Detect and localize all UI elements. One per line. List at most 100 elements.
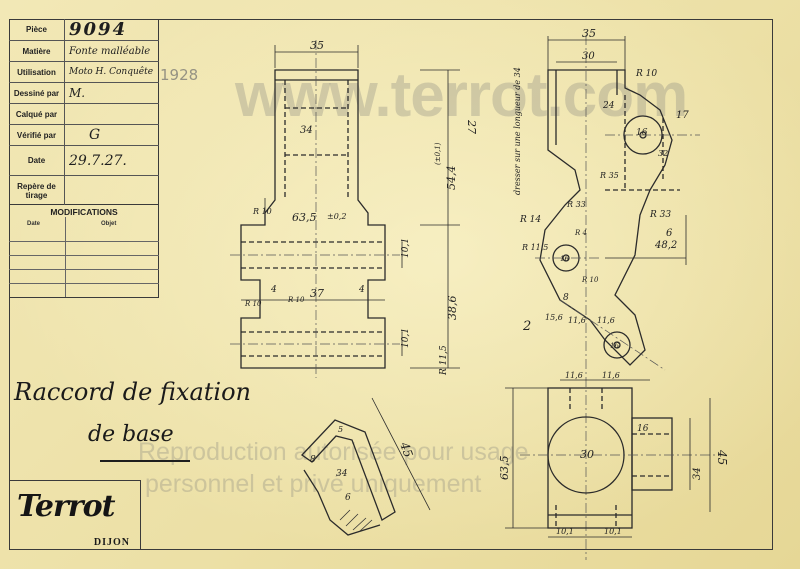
dim-section-6: 6 (345, 493, 351, 503)
title-label: Vérifié par (9, 125, 65, 145)
dim-section-45: 45 (397, 439, 416, 459)
title-label: Calqué par (9, 104, 65, 124)
dim-side-r10: R 10 (581, 276, 599, 284)
dim-bottom-116b: 11,6 (602, 371, 620, 380)
dim-side-r33a: R 33 (566, 200, 586, 209)
dim-section-34: 34 (336, 469, 348, 479)
modifications-col-date: Date (27, 221, 41, 227)
dim-side-width-inner: 30 (582, 51, 595, 62)
side-view-lower-hole (603, 331, 631, 359)
dim-side-6: 6 (666, 228, 673, 239)
dim-front-tol: (±0,1) (434, 142, 442, 165)
title-label: Utilisation (9, 62, 65, 82)
dim-front-side-r2: R 10 (287, 296, 305, 304)
modifications-col-objet: Objet (101, 221, 117, 227)
title-row-calque: Calqué par (9, 104, 159, 125)
modifications-rule (9, 241, 159, 242)
watermark-url: www.terrot.com (235, 61, 688, 130)
dim-side-116b: 11,6 (597, 316, 615, 325)
drawn-by-value: M. (69, 86, 86, 100)
title-label: Dessiné par (9, 83, 65, 103)
modifications-title: MODIFICATIONS (50, 207, 118, 217)
title-row-dessine: Dessiné par M. (9, 83, 159, 104)
dim-side-8: 8 (563, 293, 569, 303)
dim-side-r35: R 35 (599, 171, 619, 180)
dim-front-right-a: 10,1 (401, 238, 411, 258)
section-view-hatching (339, 509, 373, 532)
material-value: Fonte malléable (69, 45, 151, 57)
part-title-line-1: Raccord de fixation (14, 378, 251, 406)
dim-front-inner-width: 37 (310, 287, 324, 300)
dim-side-width-outer: 35 (582, 27, 596, 40)
dim-side-hole-dia: 16 (636, 128, 648, 138)
part-number: 9094 (69, 19, 128, 40)
title-label: Repère de tirage (9, 176, 65, 205)
dim-side-2: 2 (522, 319, 531, 334)
drawing-frame (9, 19, 773, 550)
dim-side-r14: R 14 (519, 215, 541, 225)
brand-city: DIJON (93, 537, 130, 548)
dim-front-side-r: R 10 (244, 300, 262, 308)
dim-side-hole-dim: 24 (602, 101, 615, 111)
date-value: 29.7.27. (69, 152, 127, 169)
dim-front-lower-height: 38,6 (446, 296, 459, 321)
brand-logo: Terrot DIJON (9, 480, 141, 550)
dim-side-32: 32 (658, 149, 668, 158)
dim-side-note: dresser sur une longueur de 34 (513, 67, 522, 195)
section-view-outline (301, 419, 396, 521)
title-label: Pièce (9, 19, 65, 40)
title-block: Pièce 9094 Matière Fonte malléable Utili… (9, 19, 159, 205)
usage-value: Moto H. Conquête (69, 67, 154, 77)
part-title-line-2: de base (88, 422, 174, 447)
dim-bottom-101a: 10,1 (556, 527, 574, 536)
dim-side-r4: R 4 (574, 229, 587, 237)
dim-side-r33b: R 33 (649, 210, 671, 220)
dim-front-block-width: 63,5 (292, 211, 317, 224)
dim-front-body-height: 54,4 (445, 166, 458, 191)
dim-front-right-b: 10,1 (401, 328, 411, 348)
modifications-table: MODIFICATIONS Date Objet (9, 205, 159, 298)
checked-by-value: G (89, 127, 101, 143)
title-row-piece: Pièce 9094 (9, 19, 159, 41)
dim-front-bore: 34 (300, 125, 313, 136)
dim-front-top-width: 35 (310, 39, 324, 52)
dim-front-small-a: 4 (270, 285, 277, 295)
title-row-verifie: Vérifié par G (9, 125, 159, 146)
dim-bottom-101b: 10,1 (604, 527, 622, 536)
front-view-outline (240, 69, 386, 369)
modifications-divider (65, 217, 66, 297)
dim-bottom-16: 16 (637, 424, 649, 434)
dim-side-hole-b: 16 (610, 342, 619, 350)
modifications-rule (9, 255, 159, 256)
dim-bottom-34: 34 (692, 467, 703, 480)
dim-section-5: 5 (338, 425, 343, 434)
watermark-line-1: Reproduction autorisée pour usage (138, 438, 529, 466)
title-row-matiere: Matière Fonte malléable (9, 41, 159, 62)
dim-front-height: 27 (465, 119, 478, 134)
modifications-rule (9, 269, 159, 270)
dim-side-156: 15,6 (545, 313, 563, 322)
side-view-outline (539, 69, 673, 366)
dim-side-17: 17 (676, 110, 689, 121)
dim-bottom-45: 45 (715, 449, 729, 465)
modifications-rule (9, 283, 159, 284)
dim-side-116a: 11,6 (568, 316, 586, 325)
title-row-utilisation: Utilisation Moto H. Conquête (9, 62, 159, 83)
dim-side-hole-a: 16 (560, 255, 569, 263)
dim-bottom-635: 63,5 (498, 456, 511, 481)
title-label: Matière (9, 41, 65, 61)
title-label: Date (9, 146, 65, 175)
dim-bottom-dia: 30 (580, 448, 594, 461)
title-row-repere: Repère de tirage (9, 176, 159, 205)
dim-side-482: 48,2 (654, 240, 677, 251)
pencil-note: 1928 (160, 66, 199, 84)
dim-side-r115: R 11,5 (521, 243, 548, 252)
dim-section-8: 8 (310, 455, 316, 465)
part-title-underline (100, 460, 190, 462)
title-row-date: Date 29.7.27. (9, 146, 159, 176)
dim-front-radius-bottom: R 11,5 (439, 345, 449, 376)
dim-front-radius-top: R 10 (252, 207, 272, 216)
front-view-hidden-lines (241, 80, 385, 357)
brand-name: Terrot (17, 489, 115, 524)
